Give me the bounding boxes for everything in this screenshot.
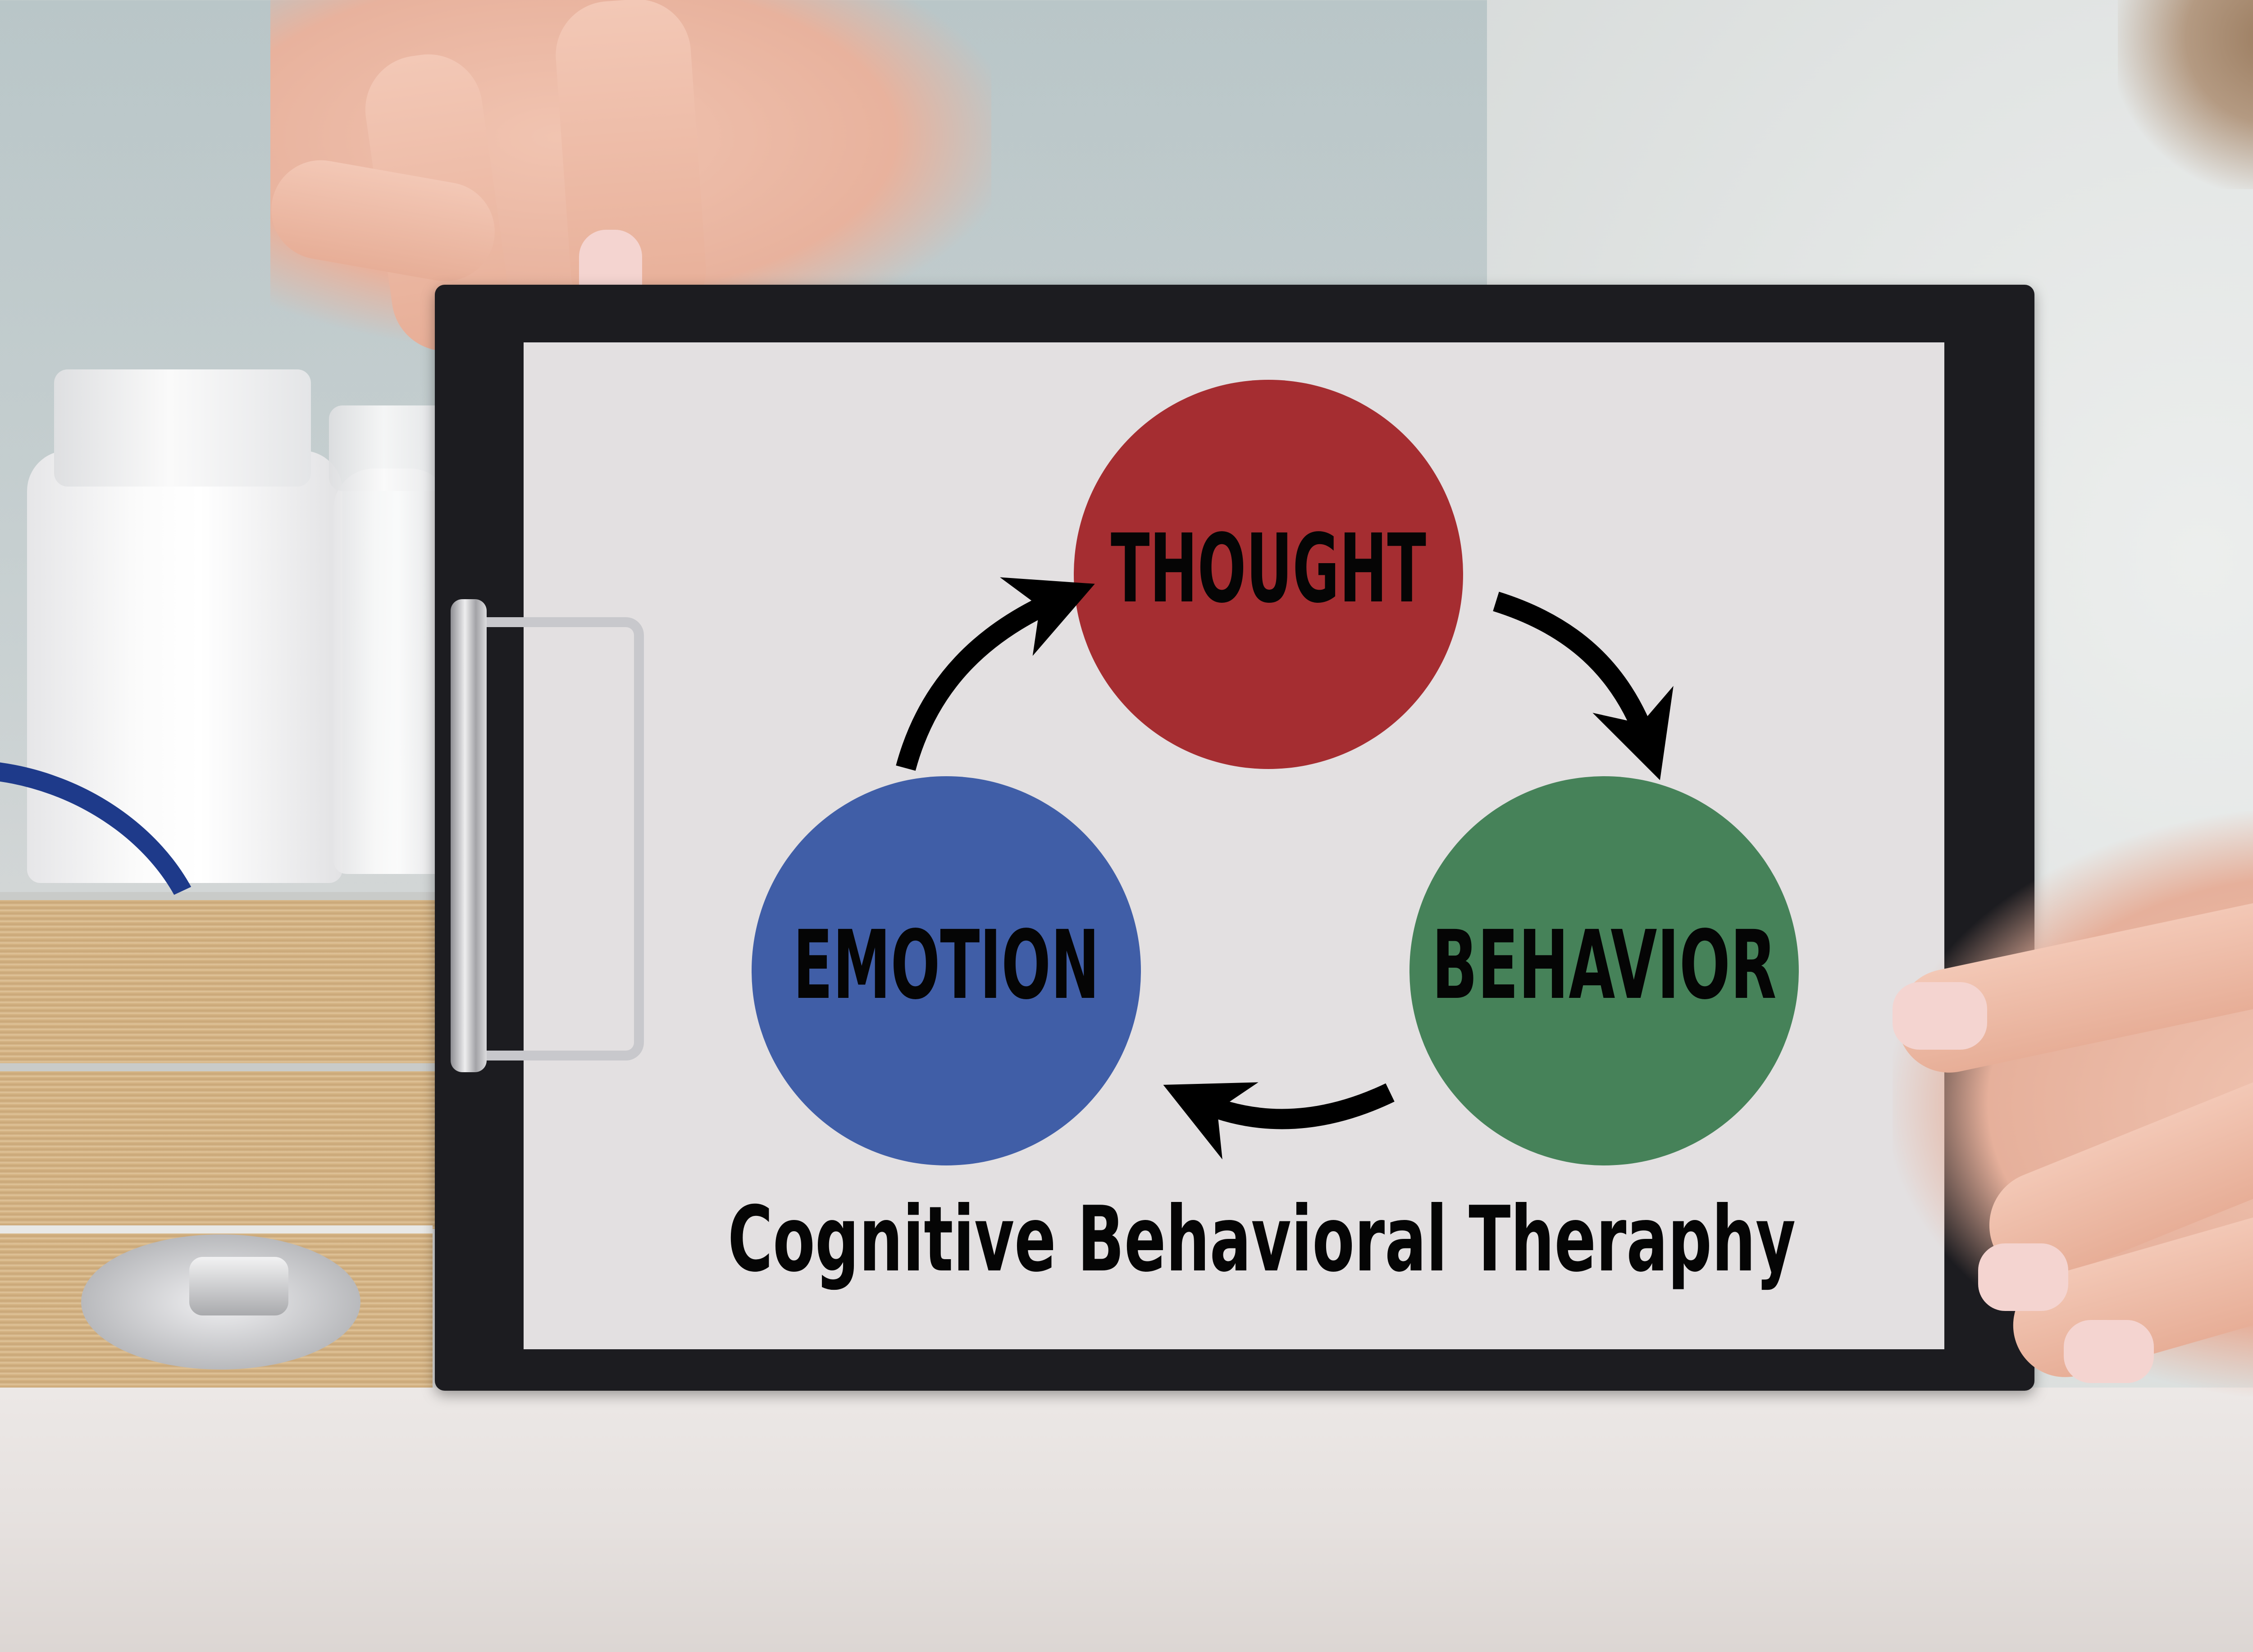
thought-label: THOUGHT (1111, 514, 1426, 624)
nail (2064, 1320, 2154, 1383)
behavior-circle (1409, 776, 1799, 1165)
emotion-label: EMOTION (793, 910, 1099, 1020)
nail (1893, 982, 1987, 1050)
caption-title: Cognitive Behavioral Theraphy (728, 1187, 1796, 1292)
arrow-emotion-to-thought-icon (896, 577, 1095, 771)
thought-circle (1074, 380, 1463, 769)
arrow-behavior-to-emotion-icon (1163, 1082, 1395, 1160)
nail (1978, 1243, 2068, 1311)
stethoscope-bell (189, 1257, 288, 1315)
pill-bottle-cap (54, 369, 311, 487)
book (0, 892, 437, 1071)
pill-bottle-back (333, 469, 451, 874)
pill-bottle-back-cap (329, 405, 451, 491)
desk-surface (0, 1388, 2253, 1652)
clipboard-clip-bar (451, 599, 487, 1072)
arrow-thought-to-behavior-icon (1493, 592, 1674, 780)
emotion-circle (752, 776, 1141, 1165)
book (0, 1063, 437, 1229)
hair-background (2118, 0, 2253, 189)
pill-bottle (27, 451, 342, 883)
behavior-label: BEHAVIOR (1432, 910, 1777, 1020)
